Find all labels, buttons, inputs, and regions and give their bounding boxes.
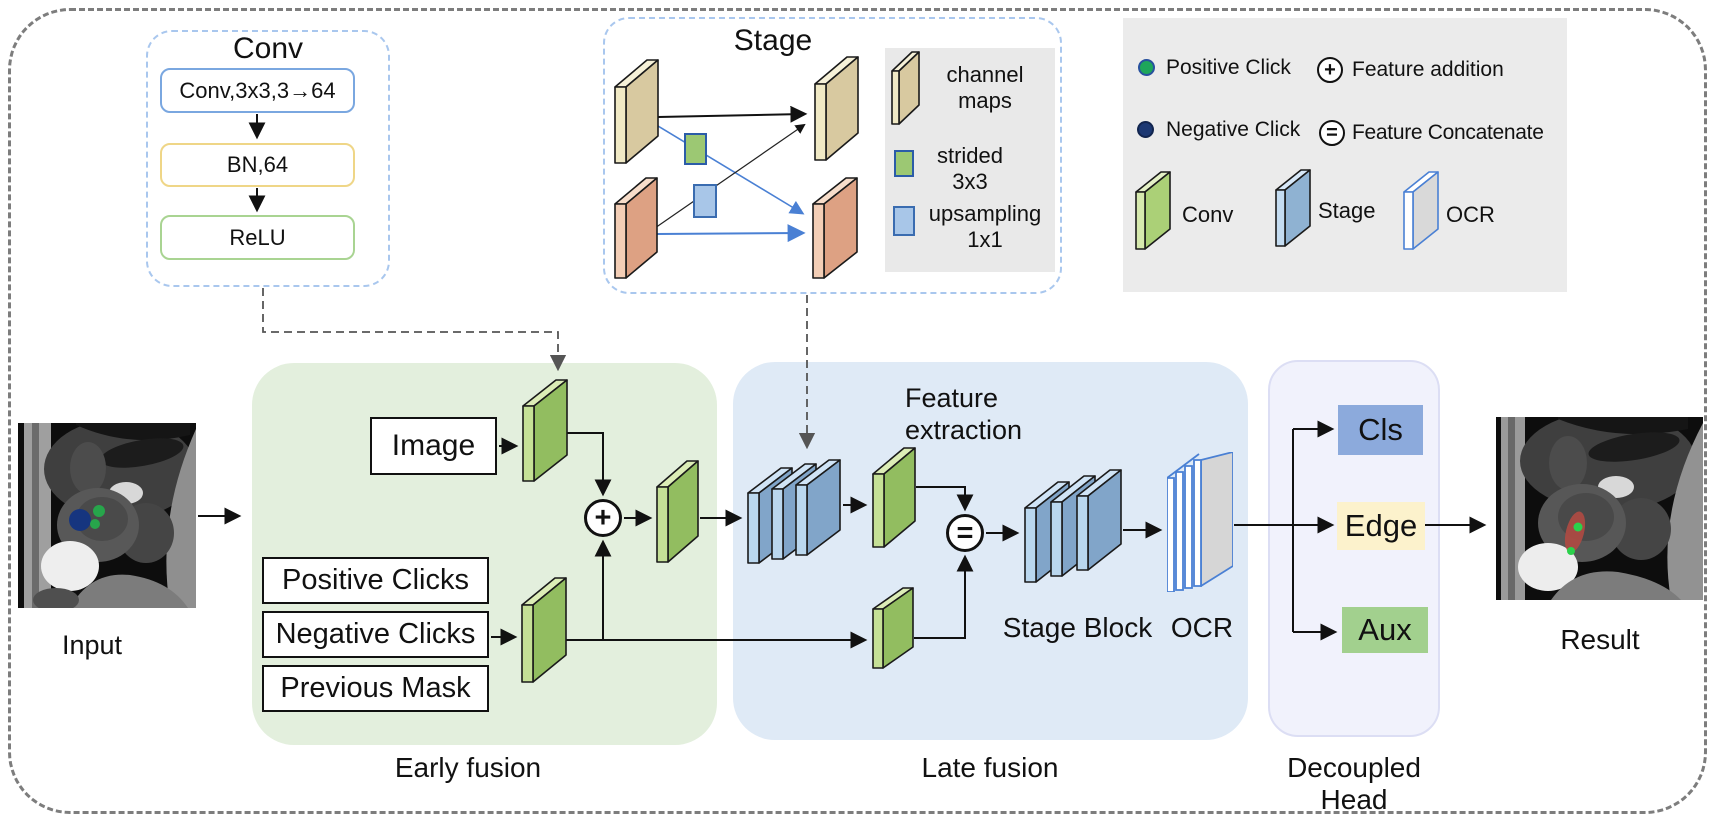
- result-label: Result: [1560, 624, 1640, 655]
- positive-click-label: Positive Click: [1166, 56, 1291, 79]
- decoupled-head-label: Decoupled Head: [1287, 752, 1421, 815]
- channel-maps-label: channel maps: [946, 62, 1024, 114]
- stage-legend-icon: [1275, 169, 1311, 247]
- negative-click-icon: [1137, 121, 1154, 138]
- conv-layer-box: Conv,3x3,3→64: [160, 68, 355, 113]
- conv-legend-icon: [1135, 171, 1171, 250]
- edge-head-box: Edge: [1337, 502, 1425, 550]
- relu-layer-box: ReLU: [160, 215, 355, 260]
- conv-legend-label: Conv: [1182, 202, 1234, 227]
- negative-clicks-box: Negative Clicks: [262, 611, 489, 658]
- aux-head-box: Aux: [1342, 607, 1428, 653]
- stage-slab: [795, 459, 841, 556]
- strided-legend-icon: [894, 150, 914, 177]
- legend-panel: [1123, 18, 1567, 292]
- channel-map-slab-icon: [614, 59, 659, 164]
- ocr-legend-label: OCR: [1446, 202, 1495, 227]
- ocr-label: OCR: [1170, 612, 1234, 643]
- channel-maps-legend-icon: [891, 51, 920, 125]
- feature-concatenate-icon: =: [1319, 120, 1345, 146]
- stage-detail-title: Stage: [733, 24, 813, 57]
- feature-concatenate-label: Feature Concatenate: [1352, 121, 1544, 144]
- stage-block-slab: [1076, 469, 1122, 571]
- early-fusion-label: Early fusion: [394, 752, 542, 783]
- channel-map-slab-icon: [812, 177, 858, 279]
- positive-click-icon: [1138, 59, 1155, 76]
- feature-addition-node: +: [584, 499, 622, 537]
- ocr-block: [1167, 452, 1233, 592]
- conv-slab-extract-lower: [872, 587, 914, 669]
- ocr-legend-icon: [1403, 171, 1439, 250]
- feature-addition-label: Feature addition: [1352, 58, 1504, 81]
- conv-slab-extract-upper: [872, 447, 916, 548]
- feature-addition-icon: +: [1317, 57, 1343, 83]
- previous-mask-box: Previous Mask: [262, 665, 489, 712]
- bn-layer-box: BN,64: [160, 143, 355, 187]
- result-mri-image: [1496, 417, 1703, 600]
- negative-click-label: Negative Click: [1166, 118, 1301, 141]
- figure-border: [8, 8, 1707, 814]
- strided-conv-icon: [684, 133, 707, 165]
- upsampling-label: upsampling 1x1: [928, 201, 1042, 253]
- stage-block-label: Stage Block: [1002, 612, 1153, 643]
- upsampling-legend-icon: [893, 206, 915, 236]
- input-label: Input: [61, 630, 123, 660]
- image-input-box: Image: [370, 417, 497, 475]
- conv-slab-fused: [656, 460, 699, 563]
- conv-slab-clicks: [521, 577, 567, 683]
- conv-detail-title: Conv: [232, 32, 304, 65]
- feature-extraction-label: Feature extraction: [905, 383, 1023, 445]
- positive-clicks-box: Positive Clicks: [262, 557, 489, 604]
- stage-legend-label: Stage: [1318, 198, 1376, 223]
- conv-slab-image: [522, 379, 568, 482]
- upsampling-icon: [693, 184, 717, 218]
- input-mri-image: [18, 423, 196, 608]
- feature-concatenate-node: =: [946, 514, 984, 552]
- late-fusion-label: Late fusion: [921, 752, 1059, 783]
- cls-head-box: Cls: [1338, 405, 1423, 455]
- channel-map-slab-icon: [614, 177, 658, 279]
- strided-label: strided 3x3: [936, 143, 1004, 195]
- late-fusion-panel: [733, 362, 1248, 740]
- channel-map-slab-icon: [814, 56, 859, 161]
